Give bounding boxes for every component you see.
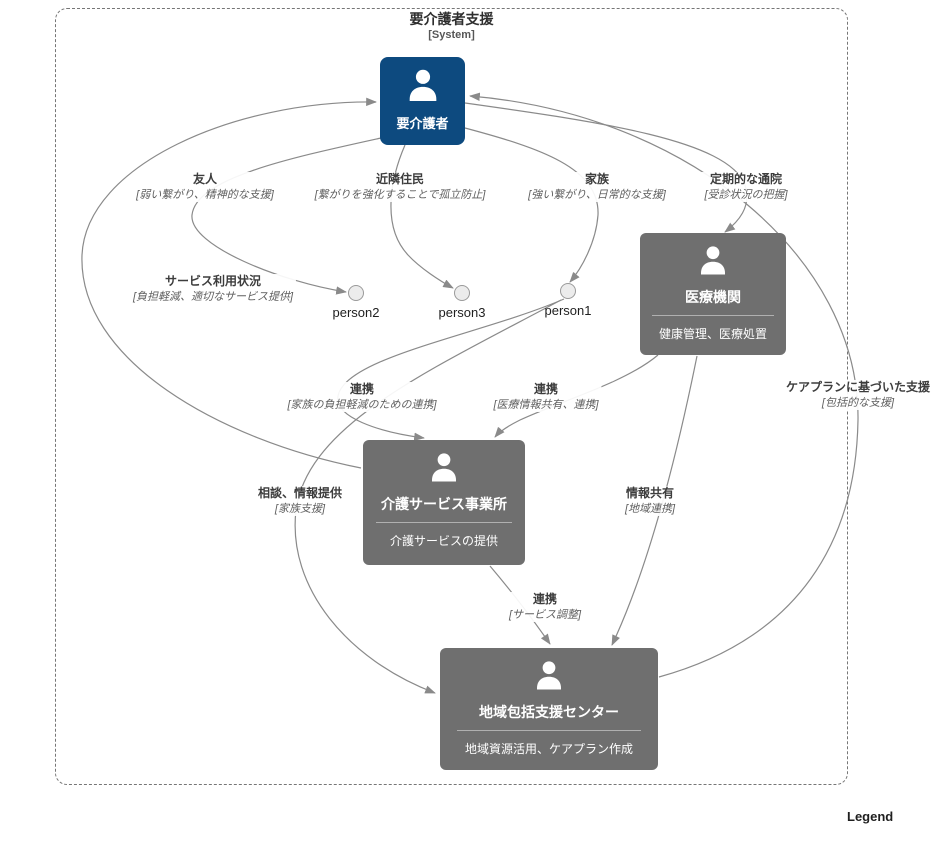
boundary-title-text: 要介護者支援 [409, 11, 494, 27]
edge-label-service-coordination: 連携 [サービス調整] [505, 592, 585, 622]
node-medical-description: 健康管理、医療処置 [658, 327, 767, 341]
edge-label-care-plan-support: ケアプランに基づいた支援 [包括的な支援] [782, 380, 934, 410]
edge-label-detail: [受診状況の把握] [704, 188, 788, 201]
edge-label-title: 近隣住民 [375, 172, 424, 186]
edge-label-detail: [負担軽減、適切なサービス提供] [132, 290, 294, 303]
edge-label-title: 友人 [192, 172, 218, 186]
node-medical-institution[interactable]: 医療機関 健康管理、医療処置 [640, 233, 786, 355]
edge-label-title: 連携 [349, 382, 374, 396]
edge-label-detail: [包括的な支援] [821, 396, 895, 409]
edge-label-detail: [強い繋がり、日常的な支援] [528, 188, 666, 201]
node-person2[interactable]: person2 [316, 285, 396, 320]
node-divider [457, 730, 641, 731]
node-person3-label: person3 [438, 305, 486, 320]
node-medical-title: 医療機関 [685, 289, 741, 305]
person-icon [695, 243, 731, 284]
node-care-service-title: 介護サービス事業所 [381, 496, 507, 512]
edge-label-friend: 友人 [弱い繋がり、精神的な支援] [133, 172, 277, 202]
edge-label-service-status: サービス利用状況 [負担軽減、適切なサービス提供] [129, 274, 297, 304]
edge-label-title: 連携 [532, 592, 557, 606]
node-care-service[interactable]: 介護サービス事業所 介護サービスの提供 [363, 440, 525, 565]
node-community-center-description: 地域資源活用、ケアプラン作成 [464, 742, 633, 756]
edge-label-hospital-visit: 定期的な通院 [受診状況の把握] [701, 172, 791, 202]
node-community-center-title: 地域包括支援センター [479, 704, 619, 720]
edge-label-family: 家族 [強い繋がり、日常的な支援] [525, 172, 669, 202]
edge-label-detail: [サービス調整] [508, 608, 582, 621]
edge-label-title: 情報共有 [625, 486, 674, 500]
edge-label-title: サービス利用状況 [164, 274, 261, 288]
edge-label-detail: [弱い繋がり、精神的な支援] [136, 188, 274, 201]
person-icon [403, 66, 443, 111]
edge-label-cooperation-medical: 連携 [医療情報共有、連携] [490, 382, 602, 412]
node-person2-label: person2 [332, 305, 380, 320]
node-divider [375, 522, 513, 523]
edge-label-info-sharing: 情報共有 [地域連携] [621, 486, 679, 516]
person-circle-icon [348, 285, 364, 301]
person-icon [531, 658, 567, 699]
edge-label-consultation: 相談、情報提供 [家族支援] [254, 486, 346, 516]
person-circle-icon [560, 283, 576, 299]
node-person1-label: person1 [544, 303, 592, 318]
node-community-center[interactable]: 地域包括支援センター 地域資源活用、ケアプラン作成 [440, 648, 658, 770]
edge-label-cooperation-family: 連携 [家族の負担軽減のための連携] [284, 382, 440, 412]
edge-label-detail: [家族の負担軽減のための連携] [287, 398, 437, 411]
node-care-service-description: 介護サービスの提供 [389, 534, 498, 548]
edge-label-detail: [医療情報共有、連携] [493, 398, 599, 411]
edge-label-title: 家族 [584, 172, 610, 186]
node-care-recipient-label: 要介護者 [396, 116, 449, 131]
edge-label-detail: [地域連携] [624, 502, 676, 515]
boundary-title: 要介護者支援 [System] [55, 11, 848, 42]
boundary-subtitle-text: [System] [428, 28, 475, 41]
person-circle-icon [454, 285, 470, 301]
node-care-recipient[interactable]: 要介護者 [380, 57, 465, 145]
edge-label-title: ケアプランに基づいた支援 [785, 380, 931, 394]
legend-label: Legend [847, 809, 894, 824]
edge-label-title: 相談、情報提供 [257, 486, 343, 500]
edge-label-detail: [家族支援] [274, 502, 326, 515]
edge-label-neighbor: 近隣住民 [繋がりを強化することで孤立防止] [311, 172, 489, 202]
node-person1[interactable]: person1 [528, 283, 608, 318]
edge-label-title: 連携 [533, 382, 558, 396]
person-icon [426, 450, 462, 491]
node-divider [651, 315, 775, 316]
edge-label-title: 定期的な通院 [709, 172, 782, 186]
node-person3[interactable]: person3 [422, 285, 502, 320]
edge-label-detail: [繋がりを強化することで孤立防止] [314, 188, 486, 201]
